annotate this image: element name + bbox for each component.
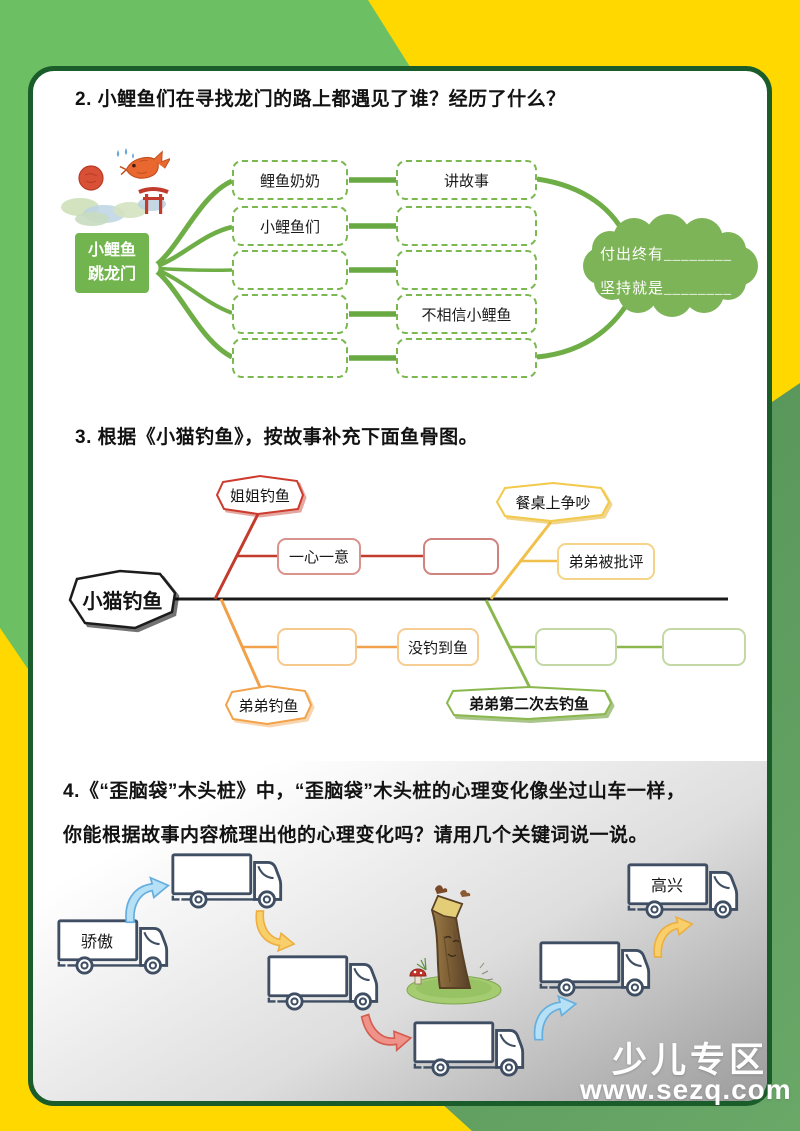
mindmap-right-node-5-blank[interactable] (396, 338, 537, 378)
arrow-up-blue-1 (125, 876, 170, 924)
cloud-blank-line-2[interactable]: 坚持就是________ (600, 281, 733, 297)
arrow-down-yellow-1 (255, 910, 295, 952)
mindmap-left-node-1: 鲤鱼奶奶 (232, 160, 348, 200)
node-label: 讲故事 (443, 172, 489, 190)
carp-fish (119, 150, 170, 179)
question-4-line-2: 你能根据故事内容梳理出他的心理变化吗？请用几个关键词说一说。 (63, 825, 649, 846)
fishbone-node-green-2-blank[interactable] (662, 628, 746, 666)
question-2-text: 2. 小鲤鱼们在寻找龙门的路上都遇见了谁？经历了什么？ (75, 89, 566, 110)
root-line-2: 跳龙门 (87, 266, 136, 283)
arrow-up-blue-2 (533, 995, 577, 1041)
cloud-blank-line-1[interactable]: 付出终有________ (600, 247, 733, 263)
mindmap-left-node-3-blank[interactable] (232, 250, 348, 290)
truck-label-5-blank[interactable] (542, 943, 616, 980)
truck-label-6: 高兴 (650, 877, 683, 895)
truck-label-3-blank[interactable] (270, 957, 344, 994)
fishbone-node-orange-2: 没钓到鱼 (397, 628, 479, 666)
root-line-1: 小鲤鱼 (87, 242, 136, 259)
question-4-line-1: 4.《“歪脑袋”木头桩》中，“歪脑袋”木头桩的心理变化像坐过山车一样， (63, 781, 686, 802)
truck-stage-5 (538, 938, 652, 997)
truck-label-1: 骄傲 (80, 933, 113, 951)
node-label: 不相信小鲤鱼 (421, 306, 512, 324)
mindmap-left-node-5-blank[interactable] (232, 338, 348, 378)
cause-label-red: 姐姐钓鱼 (229, 487, 290, 505)
truck-stage-1: 骄傲 (56, 916, 170, 975)
fishbone-node-green-1-blank[interactable] (535, 628, 617, 666)
cause-label-green: 弟弟第二次去钓鱼 (468, 695, 589, 713)
truck-stage-2 (170, 850, 284, 909)
fishbone-node-red-2-blank[interactable] (423, 538, 499, 575)
mindmap-right-node-4: 不相信小鲤鱼 (396, 294, 537, 334)
truck-stage-3 (266, 952, 380, 1011)
mushroom-icon (409, 968, 427, 985)
watermark-title: 少儿专区 (612, 1041, 769, 1080)
arrow-up-yellow-2 (653, 916, 693, 958)
mindmap-right-node-3-blank[interactable] (396, 250, 537, 290)
mindmap-left-node-4-blank[interactable] (232, 294, 348, 334)
truck-stage-4 (412, 1018, 526, 1077)
mindmap-right-node-2-blank[interactable] (396, 206, 537, 246)
bird-icon (435, 885, 471, 897)
torii-gate (138, 187, 169, 214)
watermark-url: www.sezq.com (580, 1074, 792, 1105)
truck-label-4-blank[interactable] (416, 1023, 490, 1060)
node-label: 鲤鱼奶奶 (259, 172, 320, 190)
mindmap-left-node-2: 小鲤鱼们 (232, 206, 348, 246)
stump-illustration (406, 885, 502, 1005)
cause-label-orange: 弟弟钓鱼 (238, 697, 299, 715)
fishbone-node-orange-1-blank[interactable] (277, 628, 357, 666)
question-3-text: 3. 根据《小猫钓鱼》，按故事补充下面鱼骨图。 (75, 427, 479, 448)
fishbone-head-label: 小猫钓鱼 (82, 591, 163, 613)
node-label: 小鲤鱼们 (259, 218, 320, 236)
carp-illustration (61, 148, 170, 226)
truck-stage-6: 高兴 (626, 860, 740, 919)
truck-label-2-blank[interactable] (174, 855, 248, 892)
water-droplets (116, 148, 134, 159)
cause-label-gold: 餐桌上争吵 (515, 494, 591, 512)
fishbone-node-gold-1: 弟弟被批评 (557, 543, 655, 580)
mindmap-root-node: 小鲤鱼 跳龙门 (75, 233, 149, 293)
fishbone-node-red-1: 一心一意 (277, 538, 361, 575)
mindmap-right-node-1: 讲故事 (396, 160, 537, 200)
